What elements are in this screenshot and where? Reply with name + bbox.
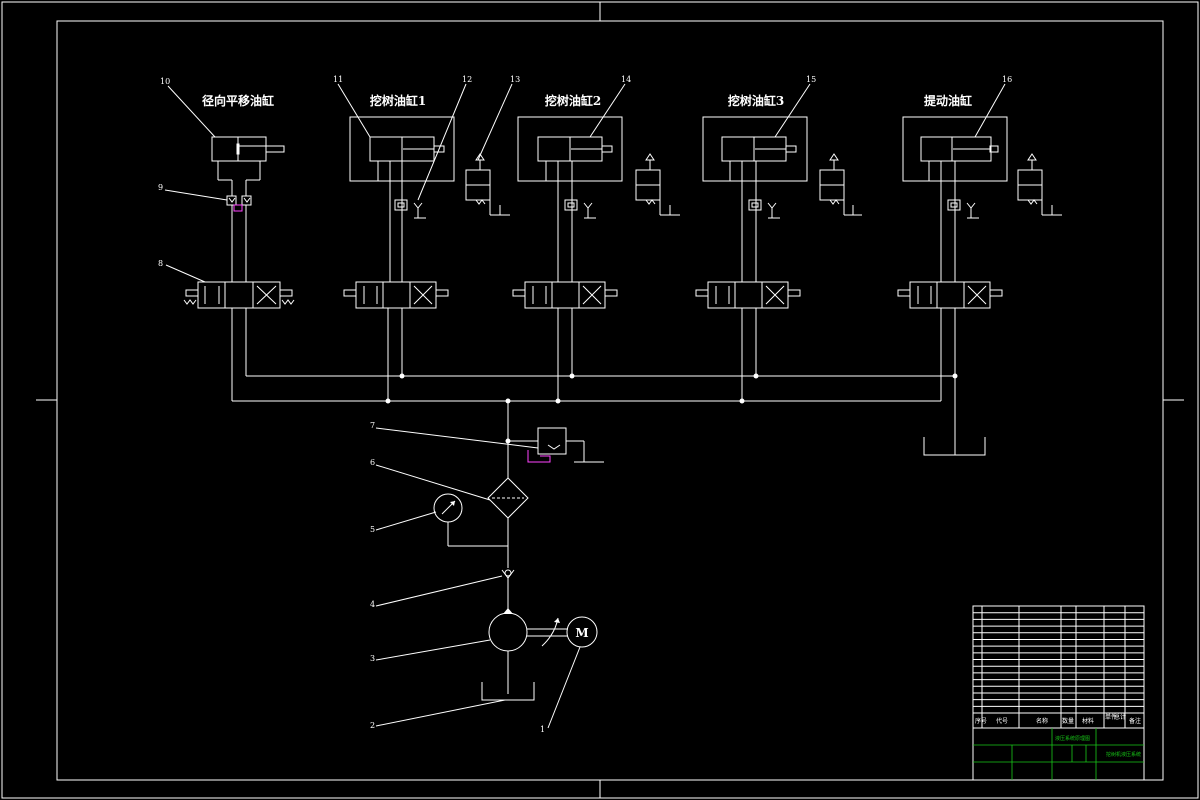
callout-8: 8 (158, 259, 163, 268)
title-dig-cylinder-1: 挖树油缸1 (370, 93, 426, 108)
callout-12: 12 (462, 75, 472, 84)
pump-3 (488, 612, 528, 652)
check-valve-9a (226, 195, 237, 206)
callouts: 10 11 12 13 14 15 16 9 8 7 6 5 4 3 2 1 (158, 75, 1012, 734)
dir-valve-8 (197, 281, 281, 309)
cylinder-titles: 径向平移油缸 挖树油缸1 挖树油缸2 挖树油缸3 提动油缸 (202, 93, 972, 108)
check-valve-4 (501, 569, 515, 579)
callout-1: 1 (540, 725, 545, 734)
callout-4: 4 (370, 600, 375, 609)
title-dig-cylinder-3: 挖树油缸3 (728, 93, 784, 108)
manifold-lines (232, 373, 986, 456)
return-tank (923, 437, 986, 456)
callout-2: 2 (370, 721, 375, 730)
branch-dig-3 (695, 116, 862, 401)
title-dig-cylinder-2: 挖树油缸2 (545, 93, 601, 108)
tb-header-code: 代号 (996, 717, 1008, 725)
callout-3: 3 (370, 654, 375, 663)
branch-radial (183, 136, 295, 401)
tb-project-name: 挖树机液压系统 (1106, 751, 1141, 758)
callout-5: 5 (370, 525, 375, 534)
branch-dig-2 (512, 116, 680, 401)
tb-header-name: 名称 (1036, 717, 1048, 725)
tb-header-unit: 单件 (1105, 713, 1117, 721)
cylinder-lift (920, 136, 992, 162)
callout-14: 14 (621, 75, 631, 84)
callout-7: 7 (370, 421, 375, 430)
supply-section: M (433, 401, 604, 701)
title-lift-cylinder: 提动油缸 (924, 93, 972, 108)
callout-9: 9 (158, 183, 163, 192)
dir-valve-dig-1 (355, 281, 437, 309)
tb-header-qty: 数量 (1062, 717, 1074, 725)
title-radial-cylinder: 径向平移油缸 (202, 93, 274, 108)
callout-11: 11 (333, 75, 343, 84)
branch-lift (897, 116, 1062, 455)
tb-header-remark: 备注 (1129, 717, 1141, 725)
tb-header-total: 总计 (1114, 713, 1126, 721)
tb-header-no: 序号 (975, 717, 987, 725)
tb-drawing-name: 液压系统原理图 (1055, 735, 1090, 742)
callout-15: 15 (806, 75, 816, 84)
tb-header-material: 材料 (1082, 717, 1094, 725)
callout-6: 6 (370, 458, 375, 467)
dir-valve-dig-2 (524, 281, 606, 309)
callout-13: 13 (510, 75, 520, 84)
tank-2 (481, 682, 535, 701)
motor-label: M (575, 626, 588, 640)
title-block: 序号 代号 名称 数量 材料 单件 总计 备注 液压系统原理图 挖树机液压系统 (972, 605, 1145, 781)
callout-16: 16 (1002, 75, 1012, 84)
dir-valve-lift (909, 281, 991, 309)
check-valve-9b (241, 195, 252, 206)
callout-10: 10 (160, 77, 170, 86)
relief-valve-7 (537, 427, 567, 455)
motor-1 (566, 616, 598, 648)
branch-dig-1 (343, 116, 510, 401)
dir-valve-dig-3 (707, 281, 789, 309)
